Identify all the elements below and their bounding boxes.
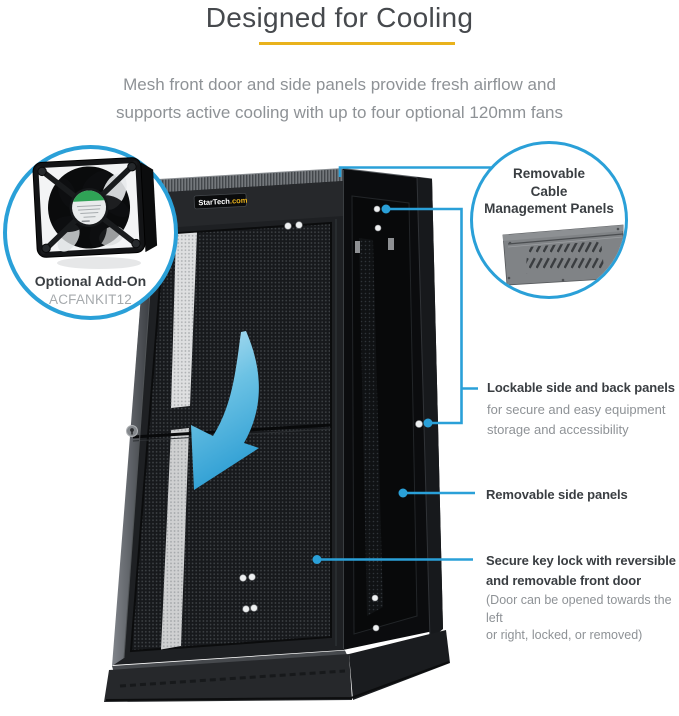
brand-badge: StarTech.com xyxy=(193,192,248,210)
cable-inset-circle: Removable Cable Management Panels xyxy=(470,141,628,299)
fan-inset-circle: Optional Add-On ACFANKIT12 xyxy=(3,145,178,320)
svg-text:StarTech.com: StarTech.com xyxy=(198,196,248,208)
fan-inset-label: Optional Add-On xyxy=(34,273,147,289)
callout-dot-back-panel xyxy=(381,204,391,214)
cabinet-base xyxy=(104,630,450,702)
subtitle: Mesh front door and side panels provide … xyxy=(116,75,563,122)
front-left-edge xyxy=(112,181,157,666)
callout-lockable-panels: Lockable side and back panels for secure… xyxy=(487,378,679,440)
callout-dot-key-lock xyxy=(312,555,322,564)
mesh-reflection-upper xyxy=(171,232,197,408)
brand-suffix: .com xyxy=(230,196,248,206)
cabinet-side-panel xyxy=(342,168,443,650)
fan-inset-sku: ACFANKIT12 xyxy=(48,292,133,307)
callout-dot-side-lock xyxy=(423,418,433,428)
key-lock-icon xyxy=(126,425,138,437)
callout-secure-key-lock: Secure key lock with reversible and remo… xyxy=(486,551,679,645)
callout-title: Lockable side and back panels xyxy=(487,380,675,395)
brand-text: StarTech xyxy=(198,197,230,208)
callout-removable-side-panels: Removable side panels xyxy=(486,485,679,505)
cabinet-front-door: StarTech.com xyxy=(112,168,344,666)
mesh-reflection-lower xyxy=(161,428,189,650)
callout-body: for secure and easy equipment storage an… xyxy=(487,402,666,437)
fan-image xyxy=(32,157,158,269)
callout-title: Secure key lock with reversible and remo… xyxy=(486,553,676,588)
cable-inset-label: Removable Cable Management Panels xyxy=(484,166,614,216)
callout-title: Removable side panels xyxy=(486,487,628,502)
callout-line-lockable xyxy=(386,207,463,425)
callout-line-cable-panels xyxy=(338,166,494,177)
top-vent-strip xyxy=(150,168,343,193)
callout-note: (Door can be opened towards the left or … xyxy=(486,593,672,642)
page-title: Designed for Cooling xyxy=(205,2,474,33)
side-vent-strip xyxy=(359,238,383,616)
front-thumbscrews xyxy=(239,221,303,613)
callout-dot-side-panel xyxy=(398,488,408,498)
side-thumbscrews xyxy=(371,205,423,632)
airflow-arrow xyxy=(191,331,259,490)
cable-panel-image xyxy=(502,224,624,286)
title-underline xyxy=(259,42,455,45)
callout-lines xyxy=(312,166,494,564)
